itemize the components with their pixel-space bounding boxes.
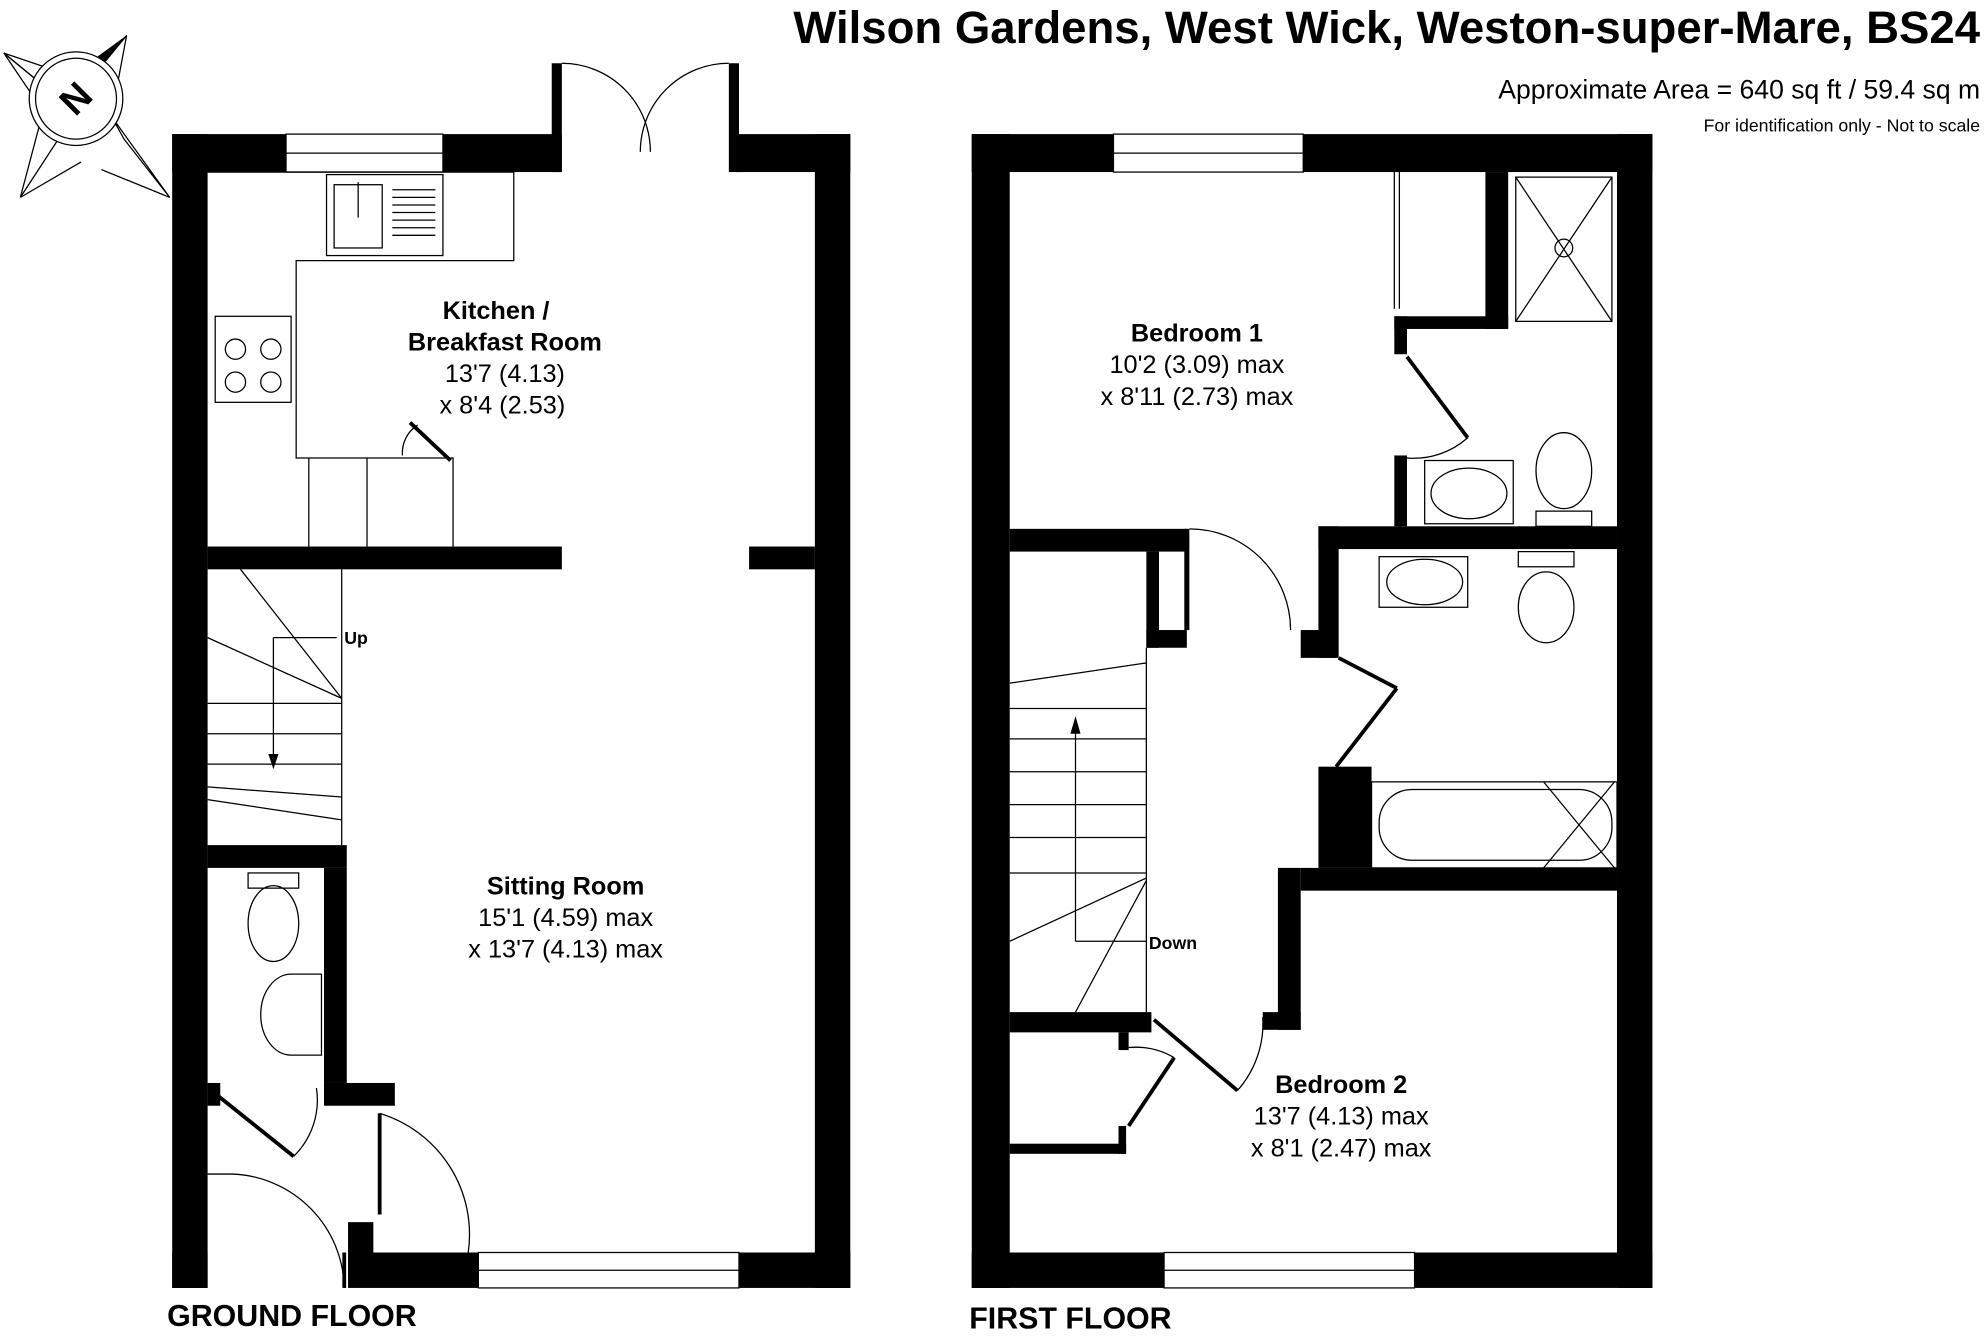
room-dim-bedroom1-1: 10'2 (3.09) max bbox=[1109, 351, 1284, 379]
first-floor-plan: Down Bedroom 1 10'2 (3.09) max x 8'11 (2… bbox=[969, 133, 1653, 1335]
ground-floor-plan: Up Kitchen / Breakfast Room 13'7 (4.13) … bbox=[167, 62, 851, 1333]
room-name-kitchen-line2: Breakfast Room bbox=[408, 328, 602, 356]
disclaimer: For identification only - Not to scale bbox=[1704, 116, 1981, 136]
room-dim-sitting-2: x 13'7 (4.13) max bbox=[468, 936, 663, 964]
floor-label-ground: GROUND FLOOR bbox=[167, 1300, 417, 1333]
room-dim-sitting-1: 15'1 (4.59) max bbox=[478, 904, 653, 932]
north-compass-icon: N bbox=[3, 35, 171, 198]
room-dim-kitchen-2: x 8'4 (2.53) bbox=[440, 392, 566, 420]
room-name-bedroom1: Bedroom 1 bbox=[1131, 320, 1263, 348]
approximate-area: Approximate Area = 640 sq ft / 59.4 sq m bbox=[1498, 75, 1980, 105]
room-dim-bedroom1-2: x 8'11 (2.73) max bbox=[1101, 383, 1294, 411]
room-name-sitting: Sitting Room bbox=[487, 872, 644, 900]
stairs-up-label: Up bbox=[344, 628, 368, 648]
room-dim-kitchen-1: 13'7 (4.13) bbox=[445, 360, 565, 388]
room-dim-bedroom2-2: x 8'1 (2.47) max bbox=[1251, 1134, 1432, 1162]
room-dim-bedroom2-1: 13'7 (4.13) max bbox=[1254, 1103, 1429, 1131]
stairs-down-label: Down bbox=[1149, 933, 1197, 953]
floor-label-first: FIRST FLOOR bbox=[969, 1302, 1171, 1335]
property-address: Wilson Gardens, West Wick, Weston-super-… bbox=[793, 2, 1980, 53]
room-name-kitchen-line1: Kitchen / bbox=[443, 297, 550, 325]
room-name-bedroom2: Bedroom 2 bbox=[1275, 1071, 1407, 1099]
